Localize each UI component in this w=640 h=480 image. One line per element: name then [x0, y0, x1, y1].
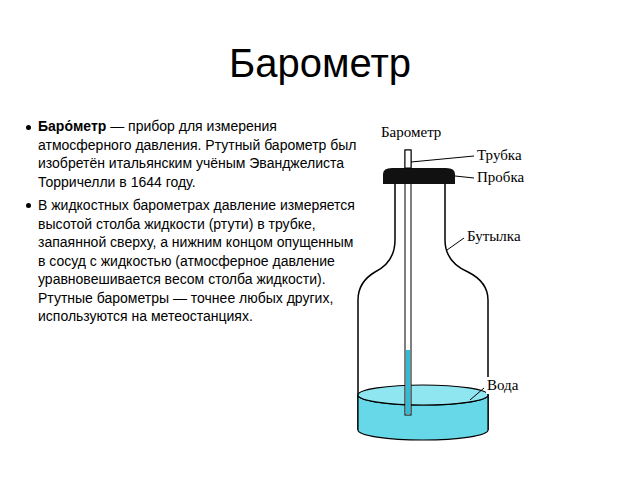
cork — [383, 168, 455, 184]
water-surface — [358, 385, 488, 405]
bullet-paragraph: В жидкостных барометрах давление измеряе… — [38, 196, 356, 326]
leader-line — [470, 388, 484, 400]
leader-line — [411, 156, 474, 162]
leader-line — [455, 176, 474, 178]
tube-over-cork — [405, 150, 411, 168]
bullet-dot — [26, 203, 31, 208]
part-label: Трубка — [476, 147, 523, 164]
slide-title: Барометр — [229, 40, 411, 86]
part-label: Вода — [486, 377, 519, 394]
term-bold: Баро́метр — [38, 118, 106, 134]
bullet-paragraph: Баро́метр — прибор для измерения атмосфе… — [38, 117, 360, 191]
figure-caption: Барометр — [380, 124, 442, 141]
tube-liquid — [406, 350, 410, 414]
bottle-outline — [358, 182, 488, 430]
leader-line — [447, 238, 464, 250]
bullet-dot — [26, 125, 31, 130]
tube — [405, 150, 411, 415]
part-label: Бутылка — [466, 228, 522, 245]
part-label: Пробка — [476, 169, 525, 186]
